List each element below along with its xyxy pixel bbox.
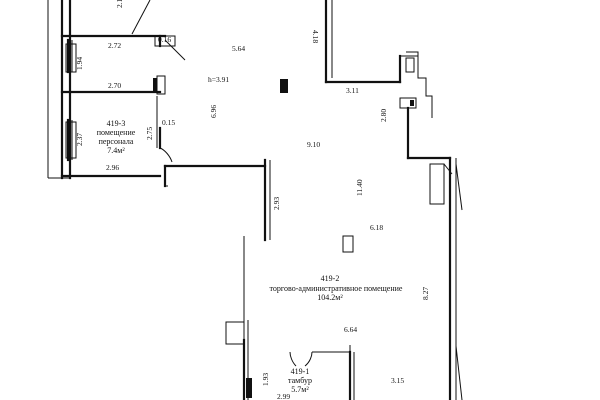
dim-2.99: 2.99 bbox=[277, 392, 290, 400]
dimension-labels: 2.16 2.72 0.16 5.64 4.18 1.94 2.70 h=3.9… bbox=[75, 0, 430, 400]
room-area: 5.7м² bbox=[291, 385, 309, 394]
dim-0.16: 0.16 bbox=[158, 35, 171, 44]
room-name-line1: помещение bbox=[97, 128, 136, 137]
dim-2.70: 2.70 bbox=[108, 81, 121, 90]
room-number: 419-1 bbox=[291, 367, 310, 376]
dim-4.18: 4.18 bbox=[311, 30, 320, 43]
top-right-walls bbox=[324, 0, 463, 400]
room-419-3-label: 419-3 помещение персонала 7.4м² bbox=[97, 119, 136, 155]
dim-2.37: 2.37 bbox=[75, 133, 84, 146]
dim-h-3.91: h=3.91 bbox=[208, 75, 229, 84]
room-area: 7.4м² bbox=[107, 146, 125, 155]
room-area: 104.2м² bbox=[317, 293, 343, 302]
room-number: 419-3 bbox=[107, 119, 126, 128]
dim-3.11: 3.11 bbox=[346, 86, 359, 95]
dim-6.18: 6.18 bbox=[370, 223, 383, 232]
dim-2.72: 2.72 bbox=[108, 41, 121, 50]
dim-2.93: 2.93 bbox=[272, 197, 281, 210]
dim-6.96: 6.96 bbox=[209, 105, 218, 118]
room-419-1-label: 419-1 тамбур 5.7м² bbox=[288, 367, 312, 394]
dim-9.10: 9.10 bbox=[307, 140, 320, 149]
room-name-line2: персонала bbox=[99, 137, 134, 146]
dim-11.40: 11.40 bbox=[355, 179, 364, 196]
dim-0.15: 0.15 bbox=[162, 118, 175, 127]
dim-2.80: 2.80 bbox=[379, 109, 388, 122]
dim-2.75: 2.75 bbox=[145, 127, 154, 140]
room-number: 419-2 bbox=[321, 274, 340, 283]
dim-1.93: 1.93 bbox=[261, 373, 270, 386]
dim-6.64: 6.64 bbox=[344, 325, 357, 334]
left-wing-walls bbox=[47, 0, 186, 180]
dim-8.27: 8.27 bbox=[421, 287, 430, 300]
room-419-2-label: 419-2 торгово-административное помещение… bbox=[270, 274, 403, 302]
room-name: тамбур bbox=[288, 376, 312, 385]
central-walls bbox=[163, 79, 355, 400]
dim-3.15: 3.15 bbox=[391, 376, 404, 385]
room-name: торгово-административное помещение bbox=[270, 284, 403, 293]
dim-5.64: 5.64 bbox=[232, 44, 245, 53]
dim-2.16: 2.16 bbox=[115, 0, 124, 8]
dim-2.96: 2.96 bbox=[106, 163, 119, 172]
dim-1.94: 1.94 bbox=[75, 57, 84, 70]
